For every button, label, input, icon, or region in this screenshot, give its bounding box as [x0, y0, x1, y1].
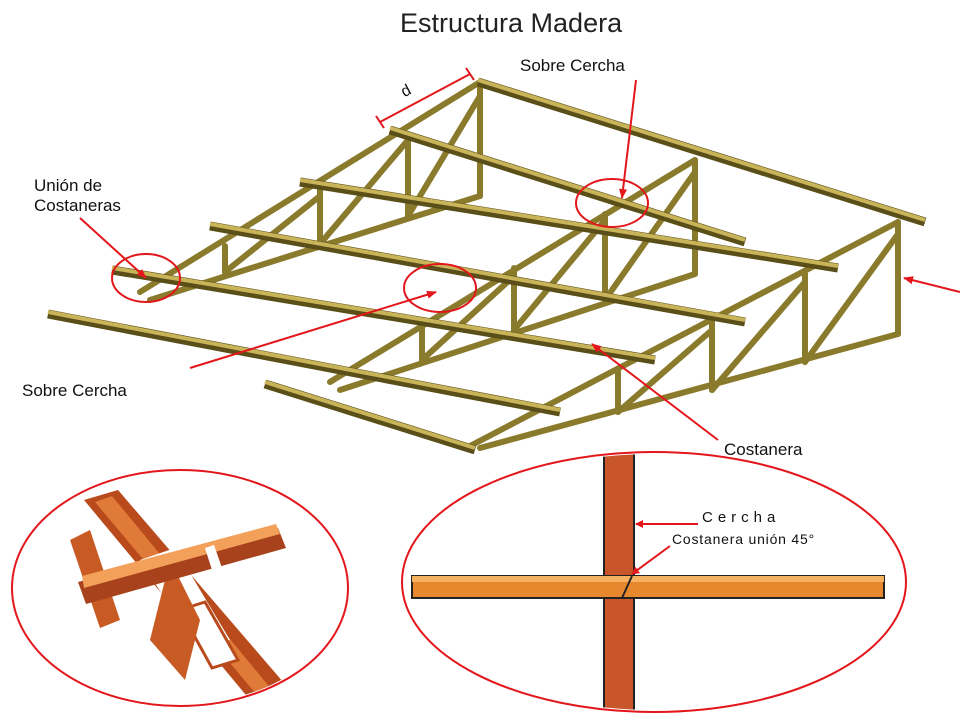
dimension-label: d — [398, 82, 414, 101]
callout-circle — [575, 178, 649, 228]
callouts — [111, 178, 649, 313]
label-sobre-cercha-top: Sobre Cercha — [520, 56, 625, 75]
label-cercha: Cercha — [702, 509, 780, 526]
label-line: Unión de — [34, 176, 102, 195]
diagram-title: Estructura Madera — [400, 8, 623, 38]
trusses — [137, 79, 901, 451]
label-sobre-cercha-left: Sobre Cercha — [22, 381, 127, 400]
leaders — [79, 79, 960, 441]
truss — [327, 157, 698, 393]
label-line: Costaneras — [34, 196, 121, 215]
purlins — [47, 77, 927, 455]
label-costanera: Costanera — [724, 440, 803, 459]
detail-joint-left — [11, 469, 349, 707]
label-costanera-union: Costanera unión 45° — [672, 531, 815, 547]
detail-joint-right: Cercha Costanera unión 45° — [401, 451, 907, 713]
callout-circle — [111, 253, 181, 303]
callout-circle — [403, 263, 477, 313]
